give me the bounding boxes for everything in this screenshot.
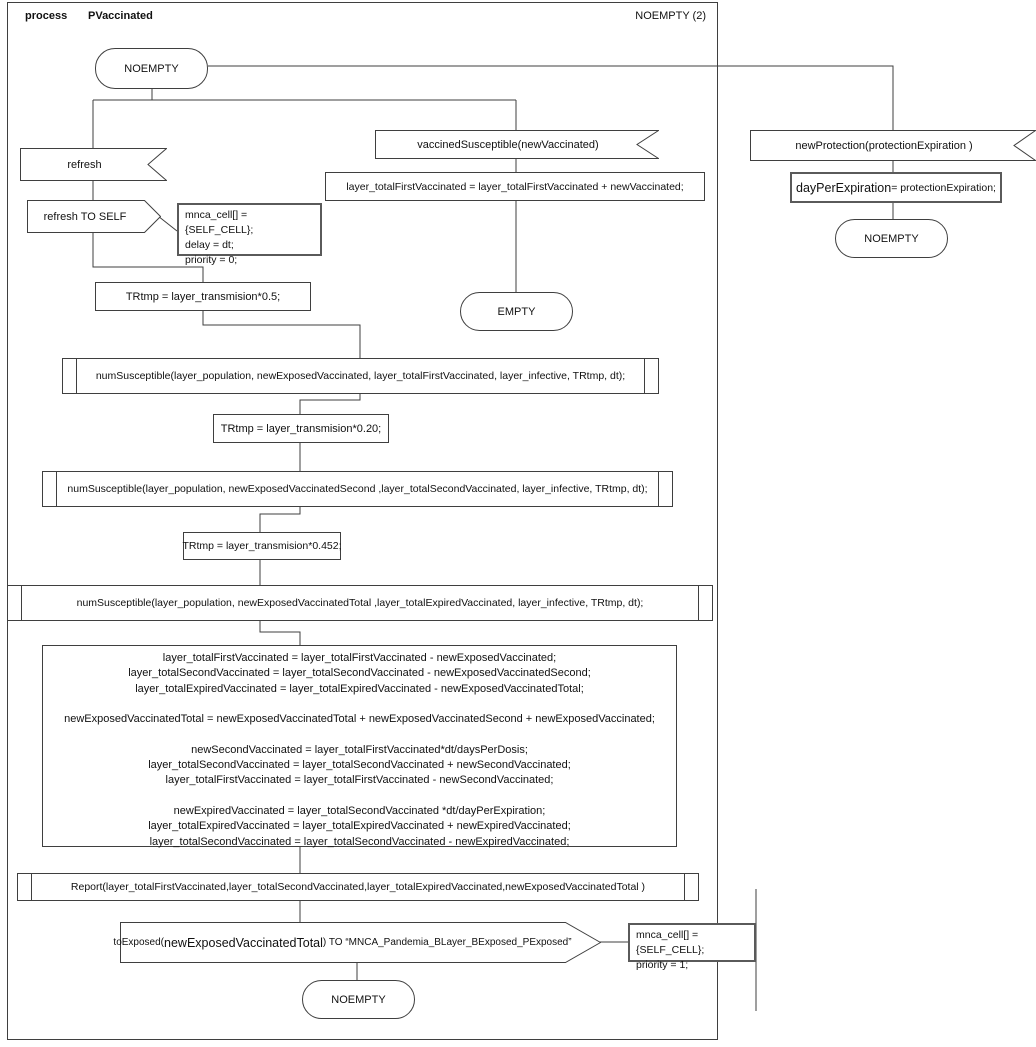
- action-add-new-vaccinated[interactable]: layer_totalFirstVaccinated = layer_total…: [325, 172, 705, 201]
- to-exposed-post: ) TO “MNCA_Pandemia_BLayer_BExposed_PExp…: [322, 937, 572, 948]
- action-trtmp-05[interactable]: TRtmp = layer_transmision*0.5;: [95, 282, 311, 311]
- state-count-label: NOEMPTY (2): [635, 10, 706, 22]
- note-to-exposed-params[interactable]: mnca_cell[] = {SELF_CELL}; priority = 1;: [628, 923, 756, 971]
- to-exposed-pre: toExposed(: [113, 937, 165, 948]
- receive-refresh-label: refresh: [67, 158, 102, 171]
- receive-new-protection[interactable]: newProtection(protectionExpiration ): [750, 130, 1036, 161]
- process-label: process: [25, 10, 68, 22]
- subroutine-report[interactable]: Report(layer_totalFirstVaccinated,layer_…: [17, 873, 699, 901]
- to-exposed-arg: newExposedVaccinatedTotal: [164, 935, 323, 950]
- receive-vaccined-label: vaccinedSusceptible(newVaccinated): [417, 138, 599, 151]
- start-state-noempty[interactable]: NOEMPTY: [95, 48, 208, 89]
- send-to-exposed[interactable]: toExposed(newExposedVaccinatedTotal) TO …: [113, 922, 601, 963]
- note-refresh-params[interactable]: mnca_cell[] = {SELF_CELL}; delay = dt; p…: [177, 203, 322, 266]
- receive-signal-shape: [750, 130, 1036, 161]
- action-day-per-expiration[interactable]: dayPerExpiration = protectionExpiration;: [790, 172, 1002, 203]
- receive-vaccined-susceptible[interactable]: vaccinedSusceptible(newVaccinated): [375, 130, 659, 159]
- receive-refresh[interactable]: refresh: [20, 148, 167, 181]
- start-state-label: NOEMPTY: [124, 62, 179, 75]
- right-end-state-label: NOEMPTY: [864, 232, 919, 245]
- action-update-vaccinated-counts[interactable]: layer_totalFirstVaccinated = layer_total…: [42, 645, 677, 848]
- process-frame: [7, 2, 718, 1040]
- subroutine-num-susceptible-2[interactable]: numSusceptible(layer_population, newExpo…: [42, 471, 673, 507]
- action-trtmp-020[interactable]: TRtmp = layer_transmision*0.20;: [213, 414, 389, 443]
- send-refresh-label: refresh TO SELF: [43, 210, 127, 223]
- send-signal-shape: [27, 200, 161, 233]
- day-per-expiration-lhs: dayPerExpiration: [796, 180, 892, 195]
- end-state-noempty-bottom[interactable]: NOEMPTY: [302, 980, 415, 1019]
- send-signal-shape: [120, 922, 601, 963]
- subroutine-num-susceptible-3[interactable]: numSusceptible(layer_population, newExpo…: [7, 585, 713, 621]
- end-state-empty[interactable]: EMPTY: [460, 292, 573, 331]
- bottom-end-state-label: NOEMPTY: [331, 993, 386, 1006]
- end-state-noempty-right[interactable]: NOEMPTY: [835, 219, 948, 258]
- receive-signal-shape: [20, 148, 167, 181]
- subroutine-num-susceptible-1[interactable]: numSusceptible(layer_population, newExpo…: [62, 358, 659, 394]
- send-refresh-to-self[interactable]: refresh TO SELF: [27, 200, 161, 233]
- empty-state-label: EMPTY: [497, 305, 536, 318]
- process-name: PVaccinated: [88, 10, 153, 22]
- day-per-expiration-rhs: = protectionExpiration;: [891, 181, 996, 194]
- action-trtmp-0452[interactable]: TRtmp = layer_transmision*0.452;: [182, 532, 342, 560]
- receive-new-protection-label: newProtection(protectionExpiration ): [795, 139, 973, 152]
